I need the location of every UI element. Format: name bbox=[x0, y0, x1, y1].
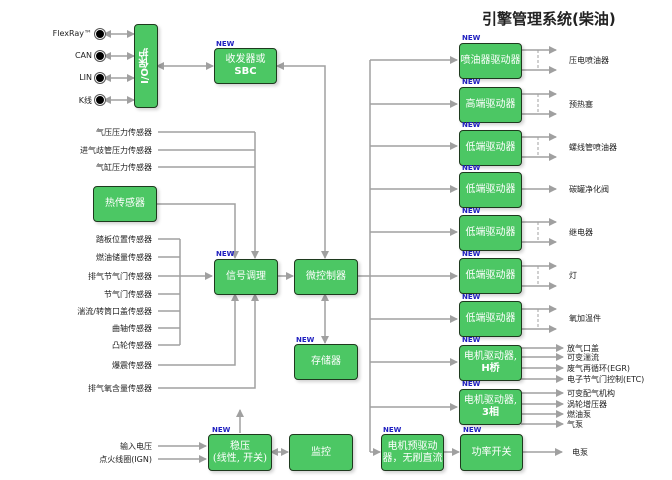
io-protection-block[interactable]: I/O保护 bbox=[134, 24, 158, 108]
low-side-driver-block[interactable]: 低端驱动器 bbox=[459, 258, 522, 294]
new-tag: NEW bbox=[462, 293, 481, 301]
three-phase-label-line1: 电机驱动器, bbox=[463, 395, 518, 406]
bldc-label-line2: 器，无刷直流 bbox=[382, 452, 443, 464]
output-label: 气泵 bbox=[567, 420, 583, 429]
output-label: 电泵 bbox=[572, 448, 588, 457]
new-tag: NEW bbox=[462, 34, 481, 42]
port-icon bbox=[95, 95, 105, 105]
sensor-label: 燃油储量传感器 bbox=[96, 253, 152, 262]
new-tag: NEW bbox=[462, 380, 481, 388]
bus-label-flexray: FlexRay™ bbox=[52, 29, 92, 38]
sensor-label: 排气节气门传感器 bbox=[88, 272, 152, 281]
new-tag: NEW bbox=[462, 207, 481, 215]
new-tag: NEW bbox=[462, 121, 481, 129]
new-tag: NEW bbox=[462, 336, 481, 344]
sensor-label: 气压压力传感器 bbox=[96, 128, 152, 137]
three-phase-driver-block[interactable]: 电机驱动器, 3相 bbox=[459, 389, 522, 425]
io-protection-label: I/O保护 bbox=[140, 48, 151, 84]
power-input-label: 输入电压 bbox=[120, 442, 152, 451]
sensor-label: 曲轴传感器 bbox=[112, 324, 152, 333]
output-label: 继电器 bbox=[569, 228, 593, 237]
h-bridge-label-line1: 电机驱动器, bbox=[463, 351, 518, 362]
bus-label-can: CAN bbox=[74, 51, 92, 60]
output-label: 燃油泵 bbox=[567, 410, 591, 419]
new-tag: NEW bbox=[463, 426, 482, 434]
three-phase-label-line2: 3相 bbox=[482, 407, 499, 418]
bus-label-kline: K线 bbox=[78, 96, 92, 105]
low-side-driver-block[interactable]: 低端驱动器 bbox=[459, 215, 522, 251]
output-label: 涡轮增压器 bbox=[567, 400, 607, 409]
output-label: 螺线管喷油器 bbox=[569, 143, 617, 152]
sensor-label: 气缸压力传感器 bbox=[96, 163, 152, 172]
monitor-block[interactable]: 监控 bbox=[289, 434, 353, 471]
port-icon bbox=[95, 29, 105, 39]
new-tag: NEW bbox=[216, 40, 235, 48]
low-side-driver-block[interactable]: 低端驱动器 bbox=[459, 301, 522, 337]
regulator-label-line1: 稳压 bbox=[230, 440, 250, 452]
injector-driver-block[interactable]: 喷油器驱动器 bbox=[459, 43, 522, 79]
output-label: 预热塞 bbox=[569, 100, 593, 109]
output-label: 废气再循环(EGR) bbox=[567, 364, 631, 373]
new-tag: NEW bbox=[296, 336, 315, 344]
new-tag: NEW bbox=[212, 426, 231, 434]
port-icon bbox=[95, 51, 105, 61]
transceiver-sbc-block[interactable]: 收发器或 SBC bbox=[214, 48, 277, 84]
power-input-label: 点火线圈(IGN) bbox=[99, 455, 152, 464]
new-tag: NEW bbox=[216, 250, 235, 258]
output-label: 可变配气机构 bbox=[567, 389, 615, 398]
new-tag: NEW bbox=[462, 78, 481, 86]
output-label: 电子节气门控制(ETC) bbox=[567, 375, 645, 384]
output-label: 可变湍流 bbox=[567, 353, 599, 362]
low-side-driver-block[interactable]: 低端驱动器 bbox=[459, 172, 522, 208]
low-side-driver-block[interactable]: 低端驱动器 bbox=[459, 130, 522, 166]
sbc-label-line1: 收发器或 bbox=[225, 54, 266, 65]
bldc-label-line1: 电机预驱动 bbox=[387, 440, 438, 452]
output-label: 放气口盖 bbox=[567, 344, 599, 353]
sensor-label: 湍流/转筒口盖传感器 bbox=[77, 307, 152, 316]
regulator-label-line2: (线性, 开关) bbox=[212, 452, 268, 464]
sensor-label: 节气门传感器 bbox=[104, 290, 152, 299]
output-label: 碳罐净化阀 bbox=[569, 185, 609, 194]
h-bridge-driver-block[interactable]: 电机驱动器, H桥 bbox=[459, 345, 522, 381]
output-label: 压电喷油器 bbox=[569, 56, 609, 65]
new-tag: NEW bbox=[462, 250, 481, 258]
voltage-regulator-block[interactable]: 稳压 (线性, 开关) bbox=[208, 434, 272, 471]
sensor-label: 踏板位置传感器 bbox=[96, 235, 152, 244]
memory-block[interactable]: 存储器 bbox=[294, 344, 358, 380]
new-tag: NEW bbox=[462, 164, 481, 172]
new-tag: NEW bbox=[383, 426, 402, 434]
diagram-title: 引擎管理系统(柴油) bbox=[482, 10, 616, 28]
bus-label-lin: LIN bbox=[79, 73, 92, 82]
bldc-predriver-block[interactable]: 电机预驱动 器，无刷直流 bbox=[381, 434, 444, 471]
output-label: 氧加温件 bbox=[569, 314, 601, 323]
sensor-label: 进气歧管压力传感器 bbox=[80, 146, 152, 155]
sbc-label-line2: SBC bbox=[234, 66, 257, 77]
power-switch-block[interactable]: 功率开关 bbox=[460, 434, 523, 471]
signal-conditioning-block[interactable]: 信号调理 bbox=[214, 259, 278, 295]
knock-sensor-label: 爆震传感器 bbox=[112, 361, 152, 370]
output-label: 灯 bbox=[569, 271, 577, 280]
port-icon bbox=[95, 73, 105, 83]
sensor-label: 凸轮传感器 bbox=[112, 341, 152, 350]
high-side-driver-block[interactable]: 高端驱动器 bbox=[459, 87, 522, 123]
oxygen-sensor-label: 排气氧含量传感器 bbox=[88, 384, 152, 393]
microcontroller-block[interactable]: 微控制器 bbox=[294, 259, 358, 295]
heat-sensor-block[interactable]: 热传感器 bbox=[93, 186, 157, 222]
h-bridge-label-line2: H桥 bbox=[481, 363, 500, 374]
